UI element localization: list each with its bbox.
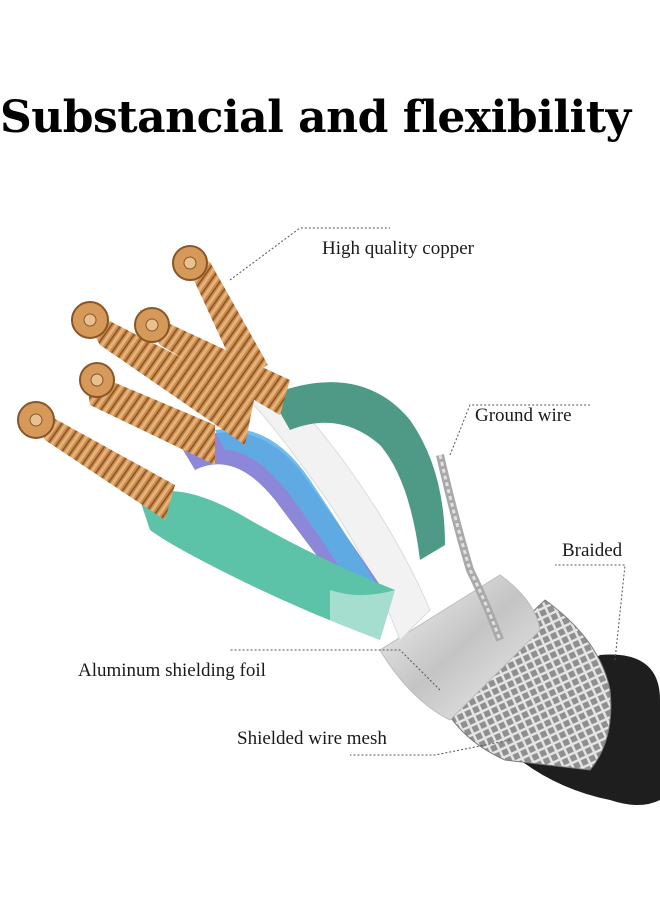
copper-strand-4 [140, 310, 290, 415]
blue-wire [215, 428, 380, 600]
teal-wire [140, 491, 395, 640]
label-ground-wire: Ground wire [475, 405, 572, 426]
label-shielded-wire-mesh: Shielded wire mesh [237, 728, 387, 749]
label-high-quality-copper: High quality copper [322, 238, 474, 259]
label-aluminum-shielding-foil: Aluminum shielding foil [78, 660, 266, 681]
copper-strand-2 [85, 370, 215, 465]
label-braided: Braided [562, 540, 623, 561]
leader-ground [449, 404, 590, 456]
dark-green-wire [270, 382, 445, 560]
braided-mesh [439, 599, 612, 771]
copper-conductors [17, 245, 290, 520]
page-title: Substancial and flexibility [0, 92, 631, 143]
white-wire [239, 364, 431, 641]
copper-strand-1 [30, 405, 175, 520]
leader-mesh [350, 739, 511, 756]
leader-foil [230, 649, 441, 691]
copper-strand-3 [78, 305, 255, 445]
leader-copper [229, 227, 390, 281]
aluminum-foil [379, 574, 541, 721]
leader-lines [229, 227, 626, 756]
